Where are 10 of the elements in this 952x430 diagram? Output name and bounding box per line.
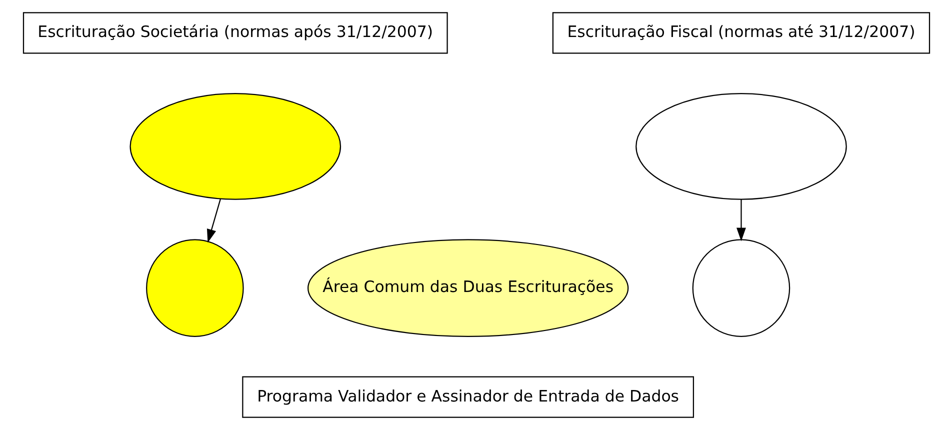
node-box: Escrituração Societária (normas após 31/12/2007) xyxy=(22,12,448,54)
node-ellipse: Área Comum das Duas Escriturações xyxy=(306,239,628,337)
node-ellipse xyxy=(692,239,790,337)
arrow xyxy=(206,198,220,243)
node-box: Escrituração Fiscal (normas até 31/12/2007) xyxy=(552,12,930,54)
node-ellipse xyxy=(635,93,846,200)
arrow xyxy=(736,199,746,242)
node-box: Programa Validador e Assinador de Entrada de Dados xyxy=(242,376,694,418)
node-ellipse xyxy=(129,93,341,200)
node-ellipse xyxy=(146,239,244,337)
